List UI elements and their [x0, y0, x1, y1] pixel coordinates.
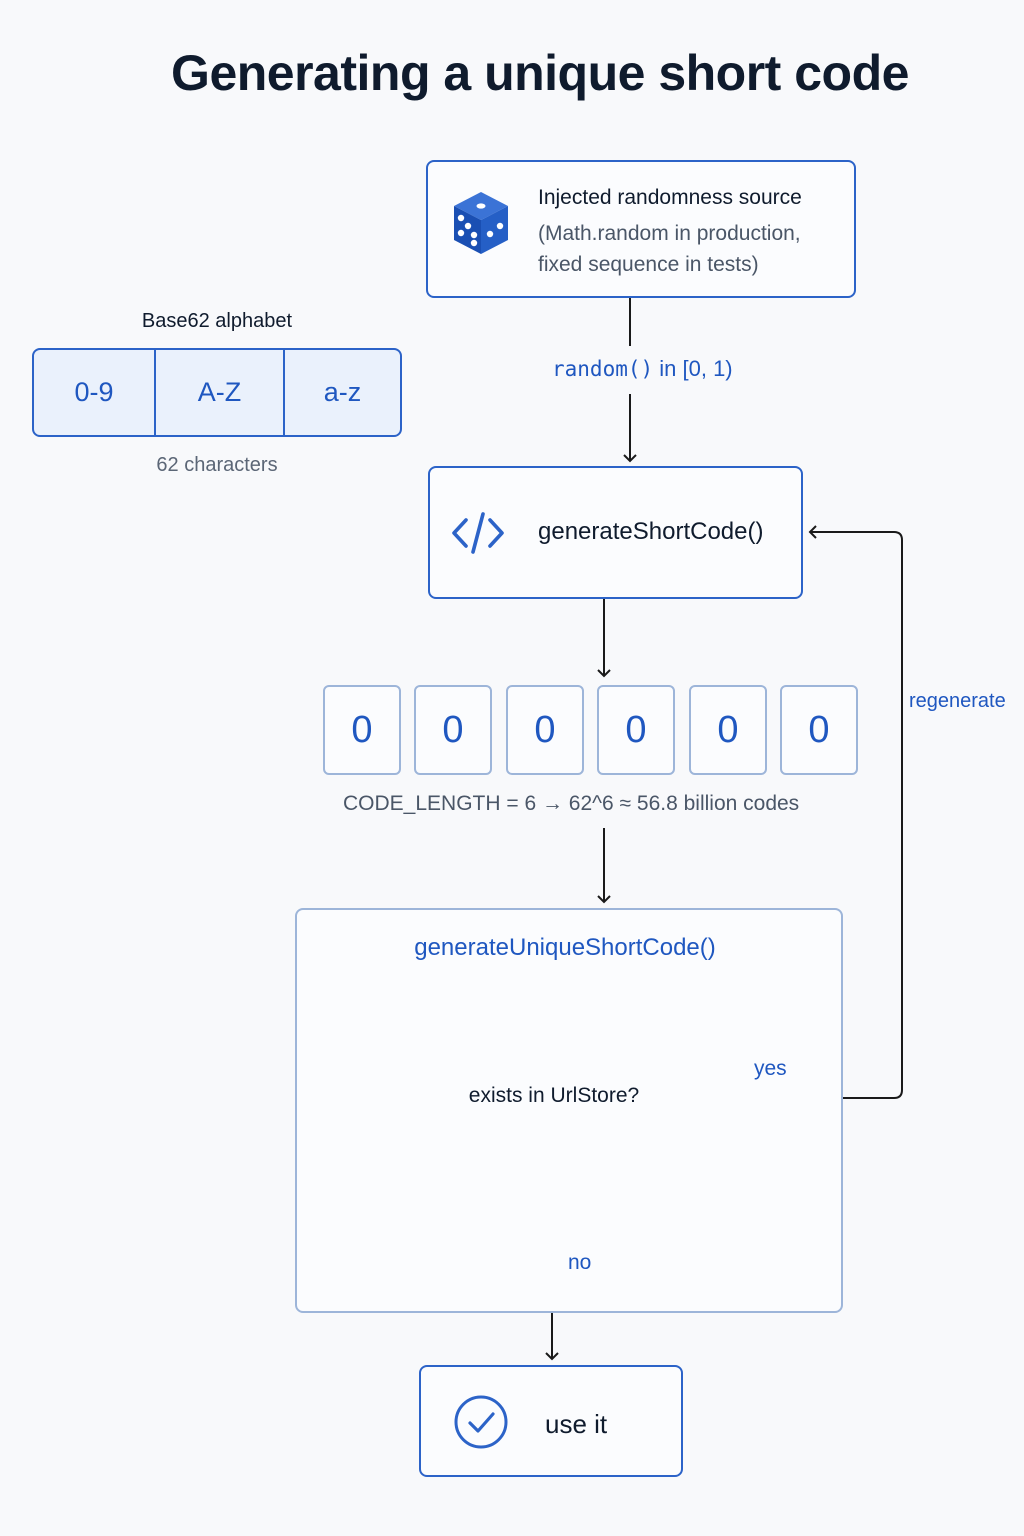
page-title: Generating a unique short code: [171, 45, 909, 101]
code-char: 0: [780, 685, 858, 775]
no-label: no: [568, 1251, 592, 1274]
decision-label: exists in UrlStore?: [468, 1084, 640, 1107]
alphabet-segment-lower: a-z: [283, 350, 400, 435]
code-char: 0: [597, 685, 675, 775]
use-it-label: use it: [545, 1409, 608, 1439]
code-icon: [452, 512, 504, 554]
alphabet-label: Base62 alphabet: [141, 310, 293, 332]
regenerate-label: regenerate: [909, 690, 1006, 712]
code-length-note: CODE_LENGTH = 6 → 62^6 ≈ 56.8 billion co…: [343, 792, 800, 815]
use-it-box: use it: [419, 1365, 683, 1477]
alphabet-bar: 0-9 A-Z a-z: [32, 348, 402, 437]
code-char: 0: [689, 685, 767, 775]
randomness-source-box: Injected randomness source (Math.random …: [426, 160, 856, 298]
check-circle-icon: [454, 1395, 508, 1449]
edge-regenerate-loop: [703, 525, 903, 1099]
generate-unique-short-code-title: generateUniqueShortCode(): [414, 934, 716, 961]
alphabet-count: 62 characters: [156, 454, 278, 476]
randomness-subtitle: (Math.random in production, fixed sequen…: [538, 222, 801, 276]
alphabet-segment-digits: 0-9: [74, 377, 114, 407]
generate-unique-short-code-box: [295, 908, 843, 1313]
edge-random-code: random(): [552, 357, 654, 381]
code-char: 0: [506, 685, 584, 775]
code-char: 0: [414, 685, 492, 775]
alphabet-segment-upper: A-Z: [154, 350, 283, 435]
generate-short-code-box: generateShortCode(): [428, 466, 803, 599]
edge-random-range: in [0, 1): [653, 356, 733, 381]
generate-short-code-label: generateShortCode(): [538, 518, 764, 545]
edge-random-label: random() in [0, 1): [552, 356, 733, 382]
yes-label: yes: [754, 1057, 787, 1080]
dice-icon: [454, 192, 508, 254]
code-char: 0: [323, 685, 401, 775]
randomness-title: Injected randomness source: [538, 186, 802, 209]
code-characters: 0 0 0 0 0 0: [323, 685, 863, 777]
